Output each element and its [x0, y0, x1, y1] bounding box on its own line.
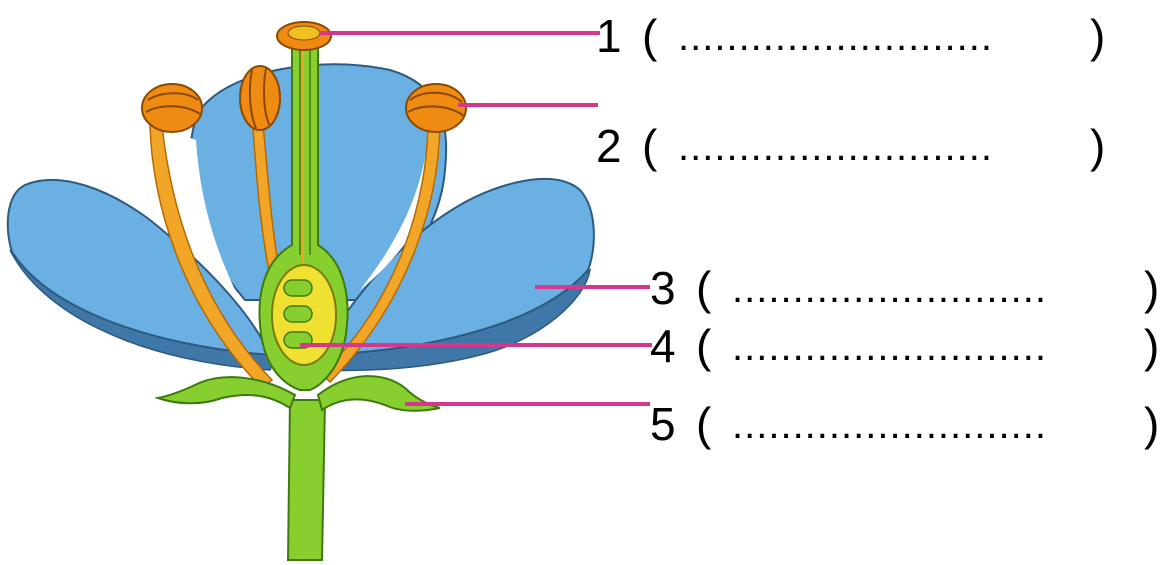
label-number-4: 4 — [650, 320, 676, 372]
label-open-paren-4: ( — [696, 320, 712, 372]
label-4: 4 ( .......................... ) — [650, 320, 1159, 372]
anther-middle — [240, 66, 280, 130]
answer-blank-4[interactable]: .......................... — [732, 325, 1047, 369]
label-number-3: 3 — [650, 262, 676, 314]
label-close-paren-2: ) — [1090, 120, 1105, 172]
label-number-2: 2 — [596, 120, 622, 172]
answer-blank-1[interactable]: .......................... — [678, 15, 993, 59]
label-number-1: 1 — [596, 10, 622, 62]
anther-left — [142, 84, 202, 132]
ovules — [284, 280, 312, 348]
stem — [288, 400, 325, 560]
labels: 1 ( .......................... ) 2 ( ...… — [596, 10, 1159, 450]
label-close-paren-5: ) — [1144, 398, 1159, 450]
answer-blank-5[interactable]: .......................... — [732, 403, 1047, 447]
label-1: 1 ( .......................... ) — [596, 10, 1105, 62]
anther-right — [406, 84, 466, 132]
label-5: 5 ( .......................... ) — [650, 398, 1159, 450]
label-close-paren-3: ) — [1144, 262, 1159, 314]
answer-blank-3[interactable]: .......................... — [732, 267, 1047, 311]
label-open-paren-3: ( — [696, 262, 712, 314]
label-3: 3 ( .......................... ) — [650, 262, 1159, 314]
label-open-paren-2: ( — [642, 120, 658, 172]
label-number-5: 5 — [650, 398, 676, 450]
sepal-left — [158, 377, 295, 408]
sepals-and-stem — [158, 376, 440, 560]
label-2: 2 ( .......................... ) — [596, 120, 1105, 172]
label-open-paren-5: ( — [696, 398, 712, 450]
label-close-paren-1: ) — [1090, 10, 1105, 62]
answer-blank-2[interactable]: .......................... — [678, 125, 993, 169]
label-open-paren-1: ( — [642, 10, 658, 62]
label-close-paren-4: ) — [1144, 320, 1159, 372]
